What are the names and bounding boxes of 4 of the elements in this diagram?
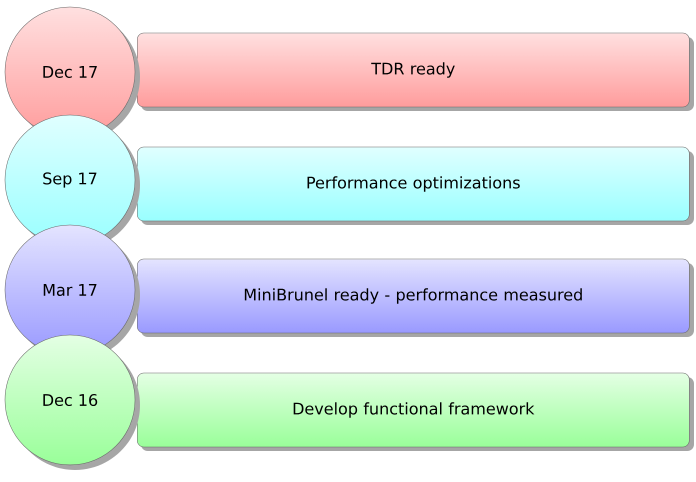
milestone-box: Performance optimizations [137, 146, 694, 225]
milestone-box: Develop functional framework [137, 372, 694, 451]
milestone-box: MiniBrunel ready - performance measured [137, 258, 694, 337]
milestone-box: TDR ready [137, 32, 694, 111]
